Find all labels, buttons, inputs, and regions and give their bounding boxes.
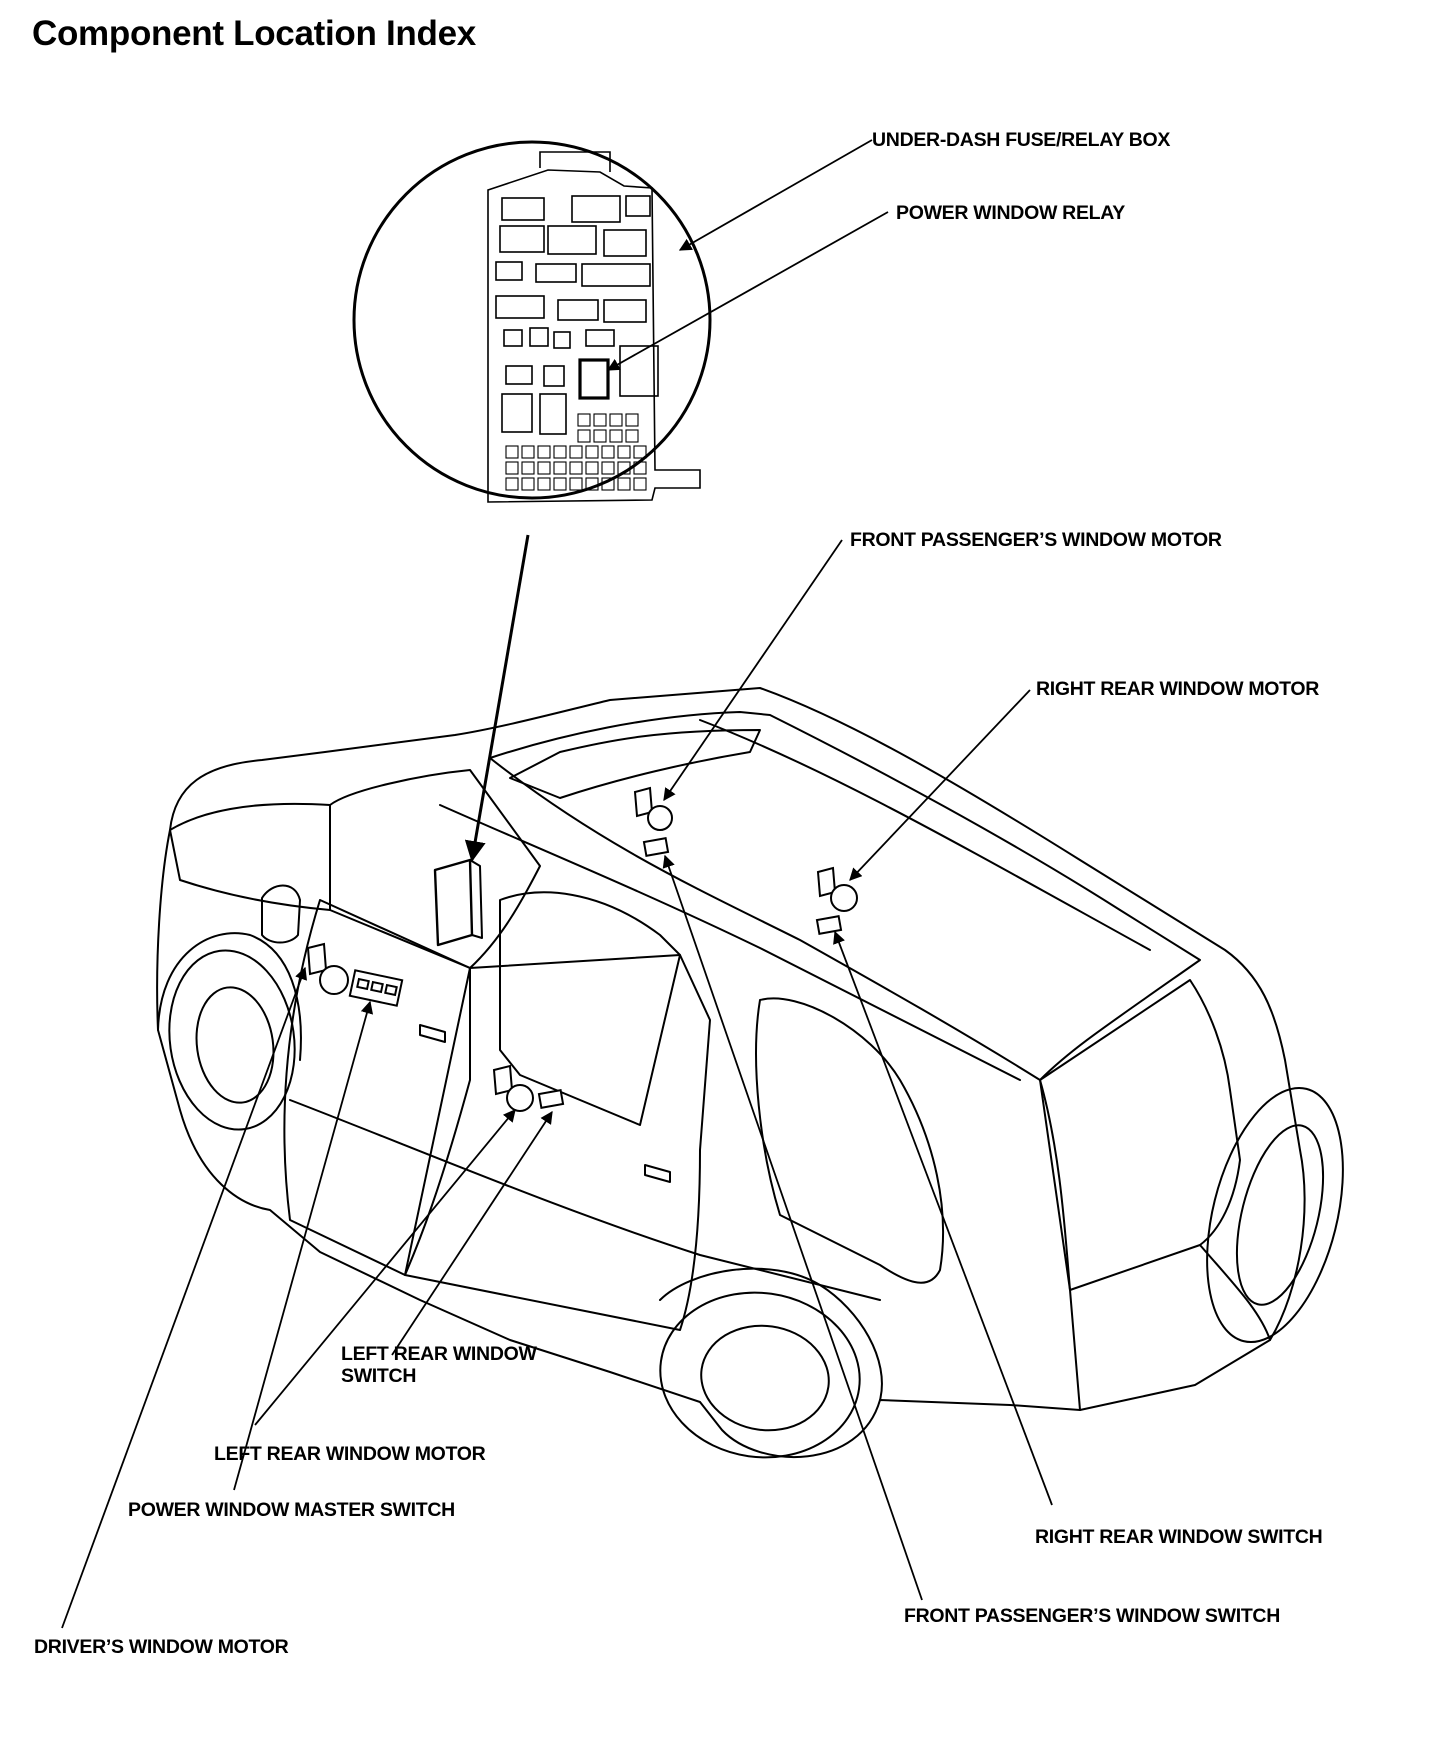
roof-rail-right bbox=[699, 719, 1151, 951]
label-left-rear-window-motor: LEFT REAR WINDOW MOTOR bbox=[214, 1443, 486, 1465]
leader-drivers-window-motor bbox=[61, 966, 307, 1629]
leader-right-rear-window-switch bbox=[833, 930, 1053, 1506]
front-wheel-hub bbox=[195, 986, 275, 1104]
leader-left-rear-window-switch bbox=[391, 1110, 553, 1356]
spare-tire-hub bbox=[1235, 1124, 1325, 1306]
roof-rail-left bbox=[439, 804, 1021, 1081]
front-wheel bbox=[168, 949, 296, 1131]
rear-wheel-hub bbox=[700, 1324, 830, 1432]
rear-door-window bbox=[499, 891, 681, 1126]
under-dash-fuse-relay-box-drawing bbox=[487, 151, 701, 503]
leader-power-window-master-switch bbox=[233, 1000, 374, 1491]
fuse-grid bbox=[505, 413, 647, 491]
leader-left-rear-window-motor bbox=[254, 1109, 516, 1426]
drivers-window-motor-icon bbox=[306, 942, 349, 995]
front-door-handle bbox=[419, 1024, 446, 1043]
sunroof bbox=[509, 729, 761, 799]
left-rear-window-switch-icon bbox=[537, 1089, 565, 1109]
tailgate bbox=[1039, 1079, 1271, 1411]
front-door bbox=[283, 899, 471, 1276]
leader-front-passengers-window-switch bbox=[662, 854, 923, 1601]
label-front-passengers-window-motor: FRONT PASSENGER’S WINDOW MOTOR bbox=[850, 529, 1222, 551]
inset-magnifier-circle bbox=[352, 140, 712, 500]
vehicle-body-outline bbox=[156, 687, 1306, 1459]
leader-inset-to-vehicle bbox=[464, 534, 530, 863]
window-motor-icons bbox=[306, 786, 858, 1112]
fuse-relay-box-inset bbox=[352, 140, 712, 503]
label-front-passengers-window-switch: FRONT PASSENGER’S WINDOW SWITCH bbox=[904, 1605, 1280, 1627]
body-side-crease bbox=[289, 1099, 881, 1301]
leader-right-rear-window-motor bbox=[849, 689, 1031, 881]
hood bbox=[169, 802, 331, 911]
roof-panel bbox=[489, 711, 1201, 1081]
label-left-rear-window-switch: LEFT REAR WINDOW SWITCH bbox=[341, 1343, 537, 1387]
label-power-window-relay: POWER WINDOW RELAY bbox=[896, 202, 1125, 224]
power-window-relay-highlight bbox=[578, 358, 610, 400]
rear-door-handle bbox=[644, 1164, 671, 1183]
power-window-master-switch-icon bbox=[348, 969, 404, 1007]
leader-under-dash-fuse-relay-box bbox=[678, 139, 873, 251]
front-passengers-window-motor-icon bbox=[633, 786, 673, 831]
window-switch-icons bbox=[348, 837, 843, 1109]
right-rear-window-switch-icon bbox=[815, 915, 843, 935]
front-wheel-arch bbox=[157, 932, 302, 1061]
rear-quarter-glass bbox=[755, 997, 945, 1284]
spare-tire bbox=[1206, 1086, 1344, 1344]
label-power-window-master-switch: POWER WINDOW MASTER SWITCH bbox=[128, 1499, 455, 1521]
vehicle-drawing bbox=[156, 687, 1344, 1459]
leader-power-window-relay bbox=[606, 211, 889, 371]
leader-lines bbox=[61, 139, 1053, 1629]
leader-front-passengers-window-motor bbox=[663, 539, 843, 802]
label-right-rear-window-switch: RIGHT REAR WINDOW SWITCH bbox=[1035, 1526, 1323, 1548]
rear-door bbox=[404, 954, 711, 1331]
label-right-rear-window-motor: RIGHT REAR WINDOW MOTOR bbox=[1036, 678, 1320, 700]
label-under-dash-fuse-relay-box: UNDER-DASH FUSE/RELAY BOX bbox=[872, 129, 1171, 151]
side-mirror bbox=[261, 884, 301, 944]
left-rear-window-motor-icon bbox=[492, 1064, 534, 1112]
page-title: Component Location Index bbox=[32, 14, 476, 53]
windshield bbox=[329, 769, 541, 969]
tailgate-window bbox=[1039, 979, 1241, 1291]
right-rear-window-motor-icon bbox=[816, 866, 858, 912]
front-passengers-window-switch-icon bbox=[642, 837, 670, 857]
dash-fuse-box bbox=[433, 858, 474, 947]
label-drivers-window-motor: DRIVER’S WINDOW MOTOR bbox=[34, 1636, 289, 1658]
rear-wheel-arch bbox=[659, 1267, 883, 1401]
rear-wheel bbox=[659, 1291, 861, 1459]
